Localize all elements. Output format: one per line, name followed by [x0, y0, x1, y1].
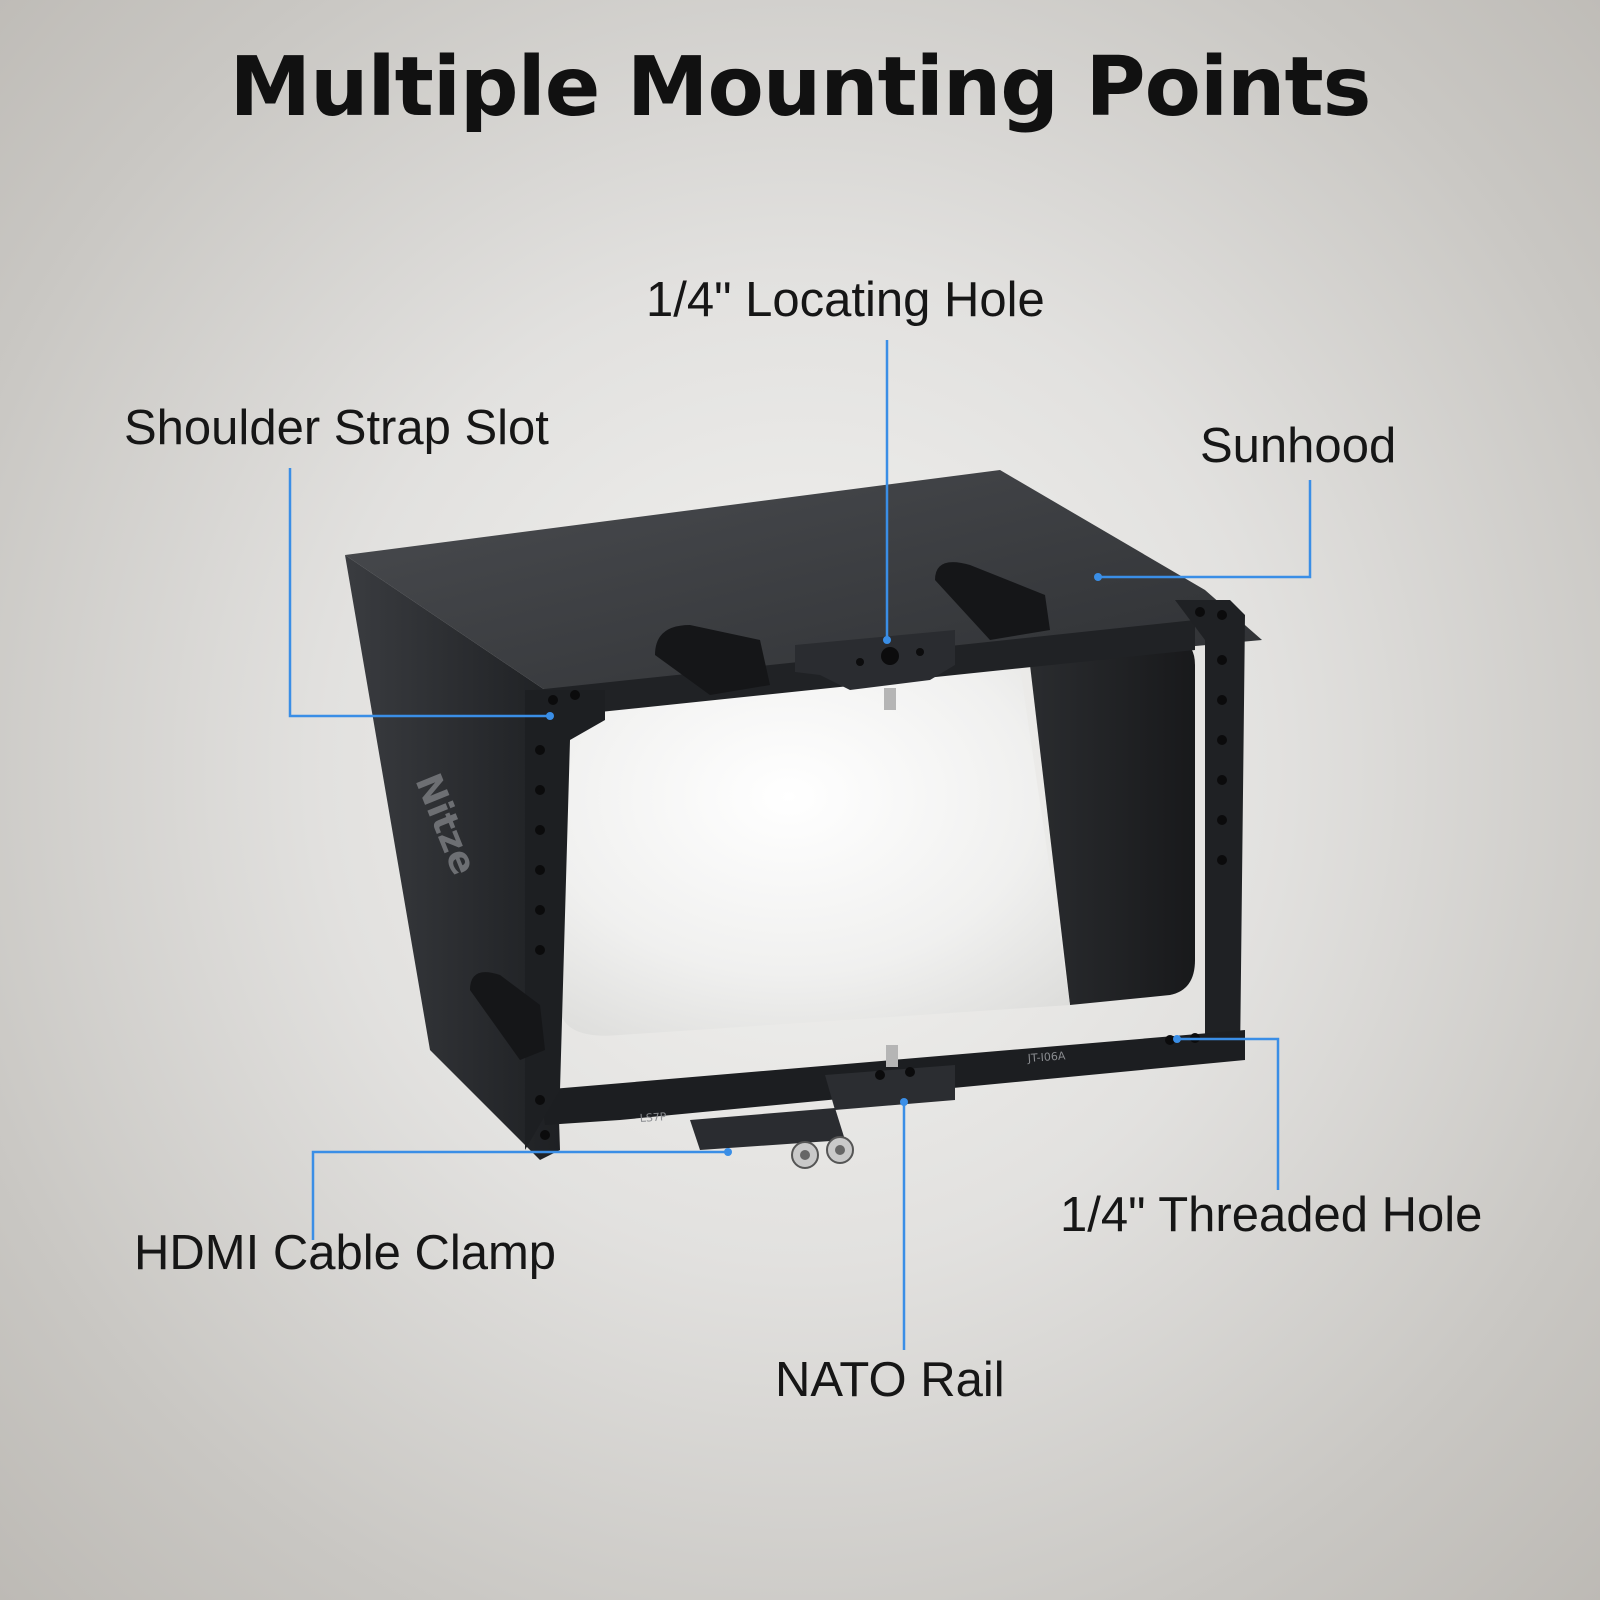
- leader-line-hdmi-clamp: [311, 1150, 728, 1240]
- sunhood-right-flap: [1030, 640, 1195, 1005]
- engraving-left: LS7P: [639, 1110, 667, 1125]
- top-mounting-plate: [795, 630, 955, 690]
- engraving-right: JT-I06A: [1026, 1049, 1066, 1065]
- callout-shoulder-strap-slot: Shoulder Strap Slot: [124, 401, 549, 455]
- velcro-strap-left: [655, 625, 770, 695]
- callout-nato-rail: NATO Rail: [775, 1353, 1005, 1407]
- leader-line-shoulder-strap: [288, 468, 550, 718]
- hdmi-clamp-block: [690, 1108, 845, 1150]
- leader-line-sunhood: [1098, 480, 1312, 579]
- nato-rail-block: [825, 1065, 955, 1110]
- cage-right-rail: [1175, 600, 1245, 1060]
- page-title: Multiple Mounting Points: [229, 40, 1372, 135]
- velcro-strap-bottom-left: [470, 972, 545, 1060]
- callout-threaded-hole: 1/4" Threaded Hole: [1060, 1188, 1483, 1242]
- leader-line-threaded-hole: [1177, 1037, 1280, 1190]
- leader-lines: [288, 340, 1312, 1350]
- callout-locating-hole: 1/4" Locating Hole: [646, 273, 1045, 327]
- velcro-strap-right: [935, 562, 1050, 640]
- callout-hdmi-cable-clamp: HDMI Cable Clamp: [134, 1226, 557, 1280]
- cage-left-rail: [525, 690, 605, 1150]
- screen-opening: [559, 668, 1070, 1036]
- callout-sunhood: Sunhood: [1200, 419, 1397, 473]
